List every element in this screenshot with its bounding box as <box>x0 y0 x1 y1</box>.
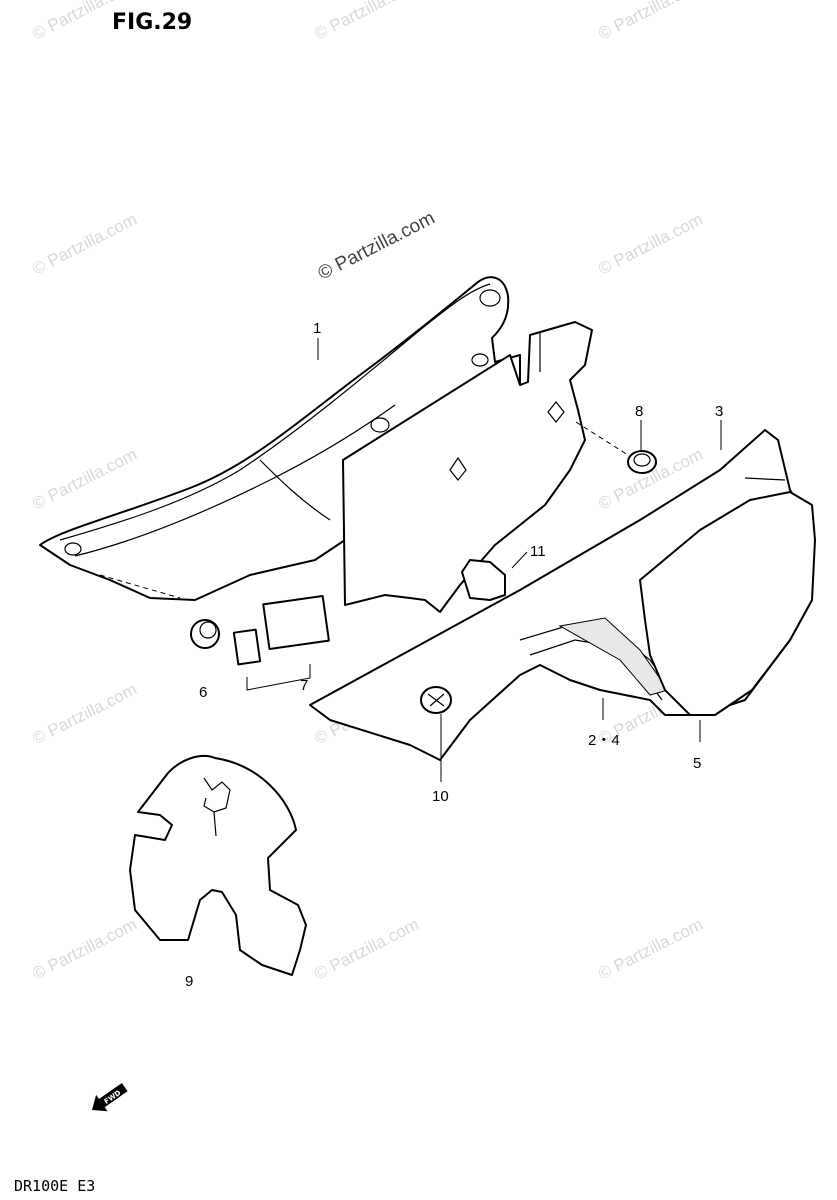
callout-3: 3 <box>715 403 723 420</box>
watermark: © Partzilla.com <box>29 915 140 984</box>
watermark: © Partzilla.com <box>595 0 706 44</box>
watermark: © Partzilla.com <box>595 210 706 279</box>
watermark: © Partzilla.com <box>29 680 140 749</box>
leader-lines <box>317 338 722 782</box>
callout-9: 9 <box>185 973 193 990</box>
watermark: © Partzilla.com <box>595 915 706 984</box>
callout-5: 5 <box>693 755 701 772</box>
part-5-emblem <box>639 491 816 716</box>
watermark: © Partzilla.com <box>311 0 422 44</box>
callout-7: 7 <box>300 677 308 694</box>
forward-arrow-icon: FWD <box>92 1082 128 1112</box>
callout-11: 11 <box>530 543 546 560</box>
part-10-screw <box>420 686 452 714</box>
part-6-grommet <box>190 619 220 649</box>
part-9-plate <box>129 754 307 976</box>
callout-10: 10 <box>432 788 449 805</box>
callout-labels: 1 3 8 11 6 7 2・4 5 10 9 <box>185 320 723 990</box>
watermark: © Partzilla.com <box>29 210 140 279</box>
model-code: DR100E E3 <box>14 1177 95 1195</box>
watermark-main: © Partzilla.com <box>315 208 439 285</box>
figure-title: FIG.29 <box>112 10 192 35</box>
callout-2-4: 2・4 <box>588 732 620 749</box>
callout-8: 8 <box>635 403 643 420</box>
callout-6: 6 <box>199 684 207 701</box>
part-1-frame-cover <box>39 276 521 601</box>
part-7-labels <box>232 595 330 691</box>
part-11-clip <box>461 559 506 601</box>
inner-panel <box>342 321 593 613</box>
callout-1: 1 <box>313 320 321 337</box>
part-8-grommet <box>575 421 657 474</box>
watermark: © Partzilla.com <box>311 915 422 984</box>
watermark: © Partzilla.com <box>29 445 140 514</box>
